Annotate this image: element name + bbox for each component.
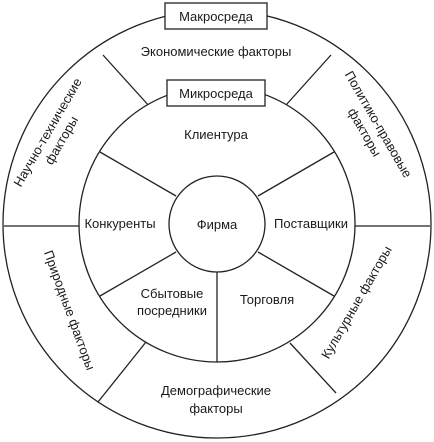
firm-label: Фирма [197,217,238,232]
micro-divider-competitors-clients [99,151,177,197]
macro-divider-cultural-demographic [289,342,337,394]
macro-sector-economic: Экономические факторы [141,44,292,59]
macro-divider-demographic-natural [97,341,147,403]
macro-title-box [164,2,268,30]
micro-sector-intermediaries-line1: Сбытовые [141,286,204,301]
micro-sector-competitors: Конкуренты [84,216,155,231]
macro-sector-demographic-line2: факторы [189,401,242,416]
macro-sector-demographic-line1: Демографические [161,383,271,398]
micro-divider-intermediaries-competitors [99,251,177,297]
micro-sector-clients: Клиентура [184,127,249,142]
micro-sector-intermediaries-line2: посредники [137,303,207,318]
micro-sector-suppliers: Поставщики [274,216,348,231]
macro-divider-economic-political [285,54,332,106]
micro-sector-trade: Торговля [240,292,294,307]
macro-divider-scientific-economic [102,54,151,108]
micro-title-box [166,79,266,107]
micro-divider-clients-suppliers [257,151,335,197]
micro-title: Микросреда [179,86,253,101]
micro-divider-suppliers-trade [257,251,335,297]
firm-circle [168,175,266,273]
macro-title: Макросреда [179,9,254,24]
